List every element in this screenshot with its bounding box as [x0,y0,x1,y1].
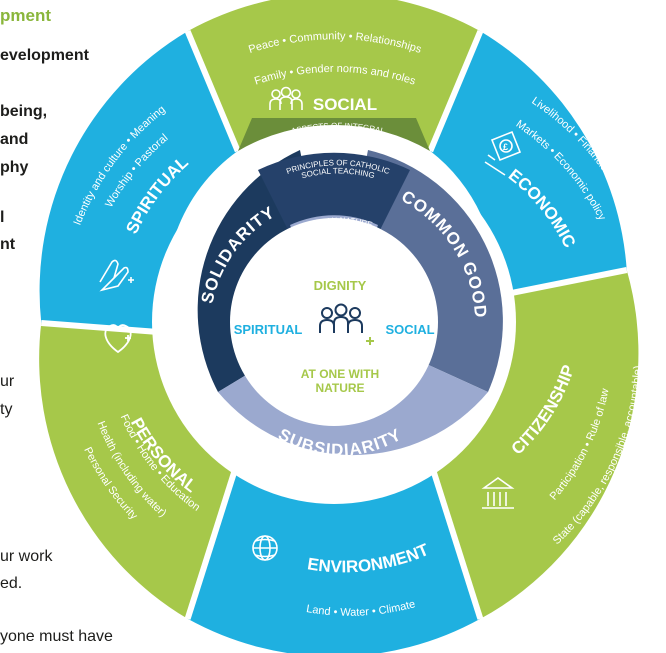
heading-fragment: pment [0,6,51,25]
social-title: SOCIAL [313,95,377,114]
center-dignity: DIGNITY [314,278,367,293]
people-group-icon [269,86,303,110]
center-at-one: AT ONE WITH [301,367,379,381]
sector-economic [430,31,627,296]
center-social: SOCIAL [385,322,434,337]
body-text-line: phy [0,159,29,176]
center-spiritual: SPIRITUAL [234,322,303,337]
sector-social [187,0,481,152]
body-text-line: and [0,131,29,148]
globe-icon [252,535,278,561]
sector-personal [39,323,238,619]
praying-hands-icon [99,259,134,292]
svg-text:£: £ [503,142,508,152]
heart-icon [104,324,132,354]
body-text-line: yone must have [0,628,113,645]
sector-environment [187,460,481,653]
body-text-line: being, [0,103,48,120]
government-building-icon [481,477,515,509]
sector-dividers [41,30,628,620]
money-bag-icon: £ [484,130,522,176]
body-text-line: ed. [0,575,23,592]
sector-spiritual [39,31,238,333]
body-text-line: l [0,209,5,226]
body-text-line: nt [0,236,16,253]
center-nature: NATURE [315,381,364,395]
sector-citizenship [430,270,639,619]
body-text-line: evelopment [0,47,89,64]
aspects-band [238,118,430,151]
body-text-line: ty [0,401,13,418]
body-text-line: ur work [0,548,53,565]
body-text-line: ur [0,373,15,390]
human-nature-label: HUMAN NATURE [307,216,374,230]
people-group-center-icon [319,303,374,345]
